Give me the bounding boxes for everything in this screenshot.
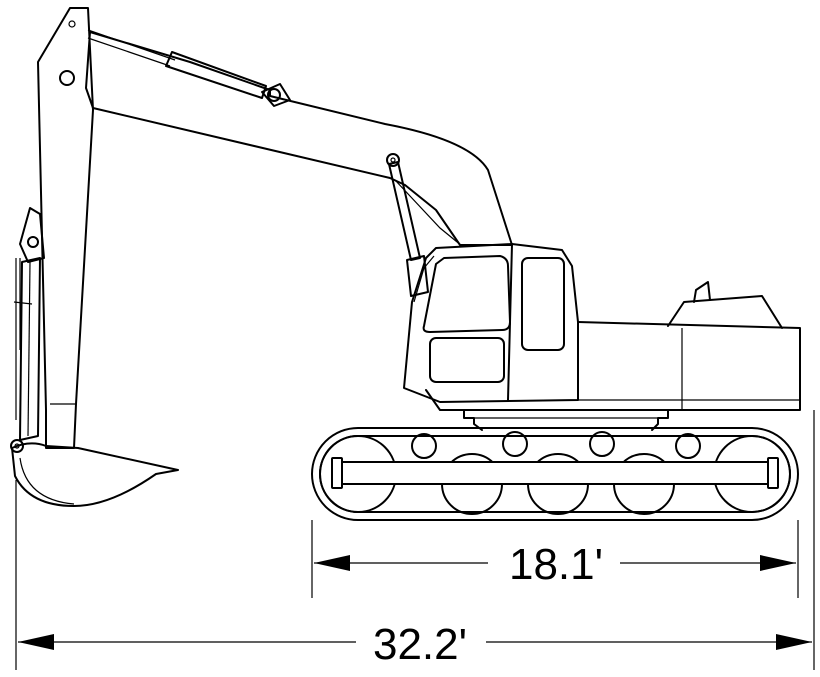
arm: [37, 7, 94, 449]
bucket: [10, 439, 179, 507]
boom: [85, 31, 513, 247]
track: [311, 427, 799, 521]
bucket-linkage: [13, 207, 45, 441]
boom-cylinder: [386, 153, 429, 297]
dimension-overall-length: 32.2': [15, 410, 815, 670]
swing-frame: [463, 409, 669, 431]
upper-body: [425, 281, 801, 411]
cab: [403, 243, 579, 403]
dimension-track-length: 18.1': [311, 520, 799, 598]
track-length-label: 18.1': [509, 540, 603, 589]
arm-cylinder: [87, 29, 291, 107]
overall-length-label: 32.2': [373, 620, 467, 669]
